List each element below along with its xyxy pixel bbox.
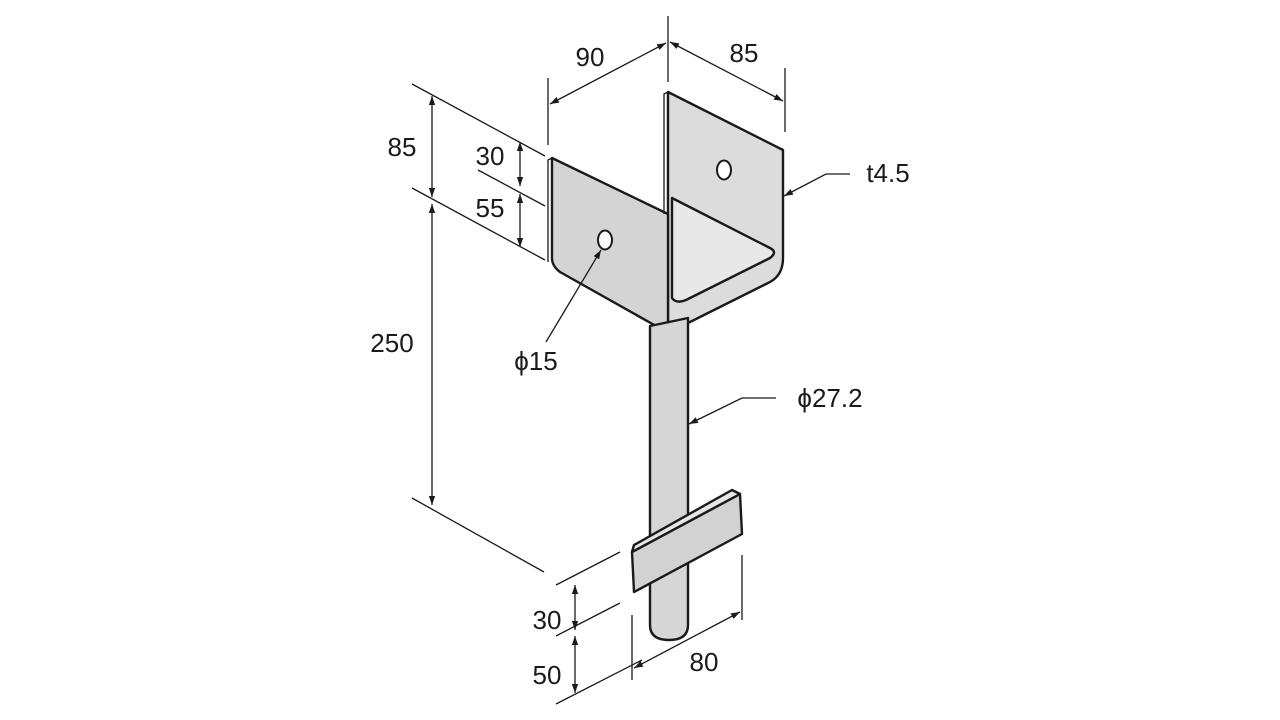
anchor-bar [630, 488, 744, 594]
dim-top-width-right: 85 [669, 38, 786, 132]
dim-label-85-right: 85 [730, 38, 759, 68]
dim-top-width-left: 90 [547, 16, 669, 145]
dim-hole-offsets: 30 55 [476, 141, 524, 247]
dim-label-85-left: 85 [388, 132, 417, 162]
dim-label-30-bottom: 30 [533, 605, 562, 635]
dim-label-250: 250 [370, 328, 413, 358]
leader-hole-diameter: ϕ15 [514, 249, 602, 376]
dim-label-80: 80 [690, 647, 719, 677]
dim-label-90: 90 [576, 42, 605, 72]
dim-label-30-top: 30 [476, 141, 505, 171]
u-bracket [547, 90, 785, 329]
label-shaft-diameter: ϕ27.2 [797, 383, 862, 413]
leader-shaft-diameter: ϕ27.2 [688, 383, 863, 425]
dim-anchor-width: 80 [631, 555, 743, 680]
dim-upper-height: 85 [388, 96, 436, 197]
dim-shaft-length: 250 [370, 204, 436, 505]
dim-bottom-offsets: 30 50 [533, 551, 643, 705]
bolt-hole-back [716, 159, 732, 181]
shaft [648, 316, 690, 642]
label-thickness: t4.5 [866, 158, 909, 188]
dim-label-50: 50 [533, 660, 562, 690]
label-hole-diameter: ϕ15 [514, 346, 557, 376]
bolt-hole-front [597, 229, 613, 251]
dim-label-55: 55 [476, 193, 505, 223]
leader-thickness: t4.5 [783, 158, 910, 197]
bracket-inner-floor [670, 196, 776, 303]
